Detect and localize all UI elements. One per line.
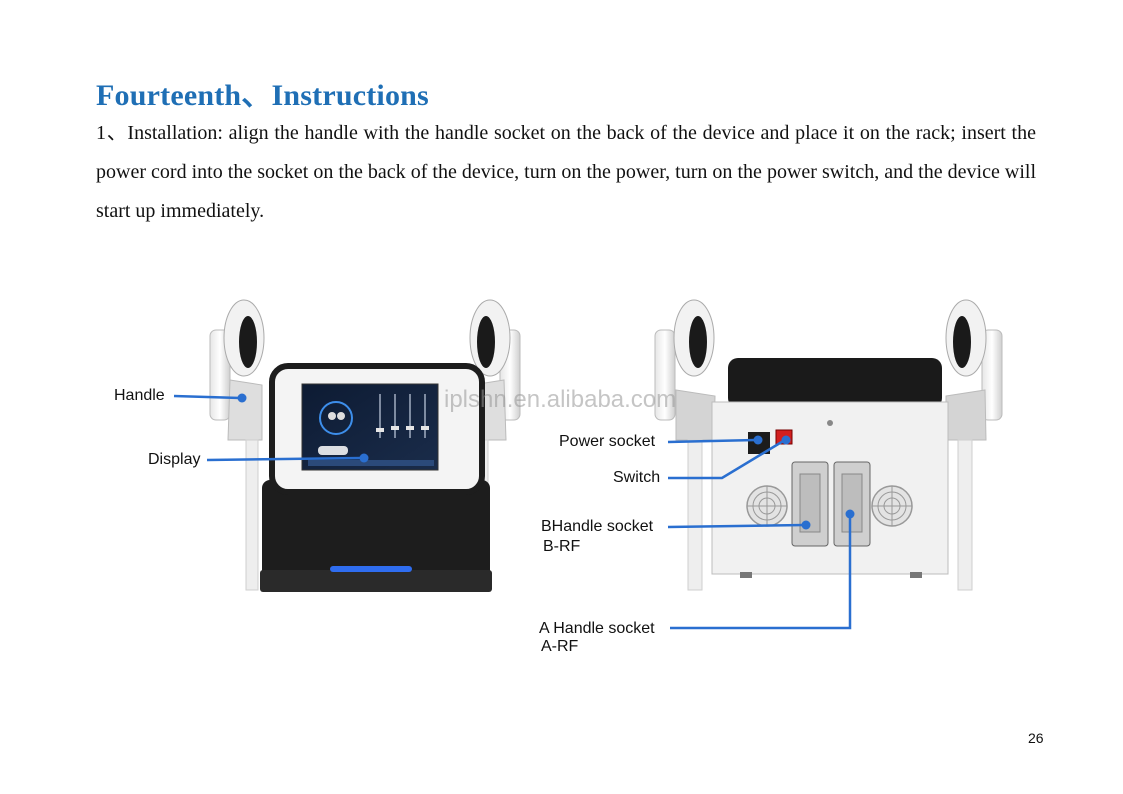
right-fan xyxy=(871,485,913,527)
label-switch: Switch xyxy=(613,469,661,486)
left-fan xyxy=(746,485,788,527)
leader-dots xyxy=(237,393,855,530)
section-title: Fourteenth、Instructions xyxy=(96,79,429,112)
back-right-handle xyxy=(945,299,1003,591)
installation-paragraph: 1、Installation: align the handle with th… xyxy=(96,122,1036,222)
page-number: 26 xyxy=(1028,730,1044,746)
device-illustration xyxy=(173,299,1003,630)
front-light-bar xyxy=(330,566,412,572)
label-handle: Handle xyxy=(114,387,165,404)
leader-lines xyxy=(173,394,852,630)
watermark-text: iplshn.en.alibaba.com xyxy=(444,386,677,413)
back-top xyxy=(728,358,942,408)
front-left-handle xyxy=(209,299,265,591)
label-power-socket: Power socket xyxy=(559,433,656,450)
back-left-handle xyxy=(654,299,716,591)
label-display: Display xyxy=(148,451,201,468)
label-a-handle-socket: A Handle socket xyxy=(539,620,655,637)
label-b-handle-socket: BHandle socket xyxy=(541,518,654,535)
label-a-rf: A-RF xyxy=(541,638,579,655)
front-device xyxy=(209,299,521,592)
label-b-rf: B-RF xyxy=(543,538,581,555)
front-body xyxy=(262,480,490,592)
device-figure: iplshn.en.alibaba.com Handle Display Pow… xyxy=(0,290,1123,670)
front-screen xyxy=(301,383,439,471)
back-device xyxy=(654,299,1003,591)
back-body xyxy=(711,401,949,575)
